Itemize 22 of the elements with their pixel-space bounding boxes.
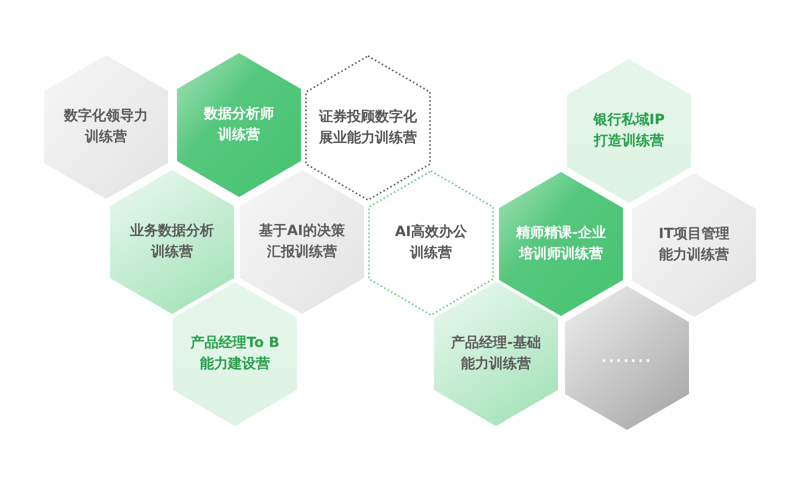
hexagon-tile: [240, 170, 364, 314]
tile-label: 证券投顾数字化展业能力训练营: [318, 108, 418, 148]
tile-label: 产品经理To B能力建设营: [190, 334, 280, 374]
hexagon-tile: [173, 282, 297, 426]
tile-label: AI高效办公训练营: [394, 222, 468, 263]
hexagon-tile: [434, 282, 558, 426]
hexagon-tile: [177, 53, 301, 197]
tile-label: 银行私域IP打造训练营: [592, 111, 666, 151]
tile-label: 业务数据分析训练营: [129, 222, 215, 262]
hexagon-tile: [567, 59, 691, 203]
hexagon-tile: [369, 171, 493, 315]
tile-label: .......: [600, 348, 654, 368]
tile-label: 基于AI的决策汇报训练营: [258, 222, 346, 262]
hexagon-tile: [110, 170, 234, 314]
tile-label: 产品经理-基础能力训练营: [450, 334, 542, 374]
tile-label: 数据分析师训练营: [202, 105, 275, 145]
hexagon-tile: [565, 286, 689, 430]
tile-label: 精师精课-企业培训师训练营: [514, 224, 607, 264]
tile-label: 数字化领导力训练营: [62, 106, 149, 147]
tile-label: IT项目管理能力训练营: [658, 225, 730, 265]
hexagon-tile: [44, 55, 168, 199]
hexagon-tile: [632, 173, 756, 317]
